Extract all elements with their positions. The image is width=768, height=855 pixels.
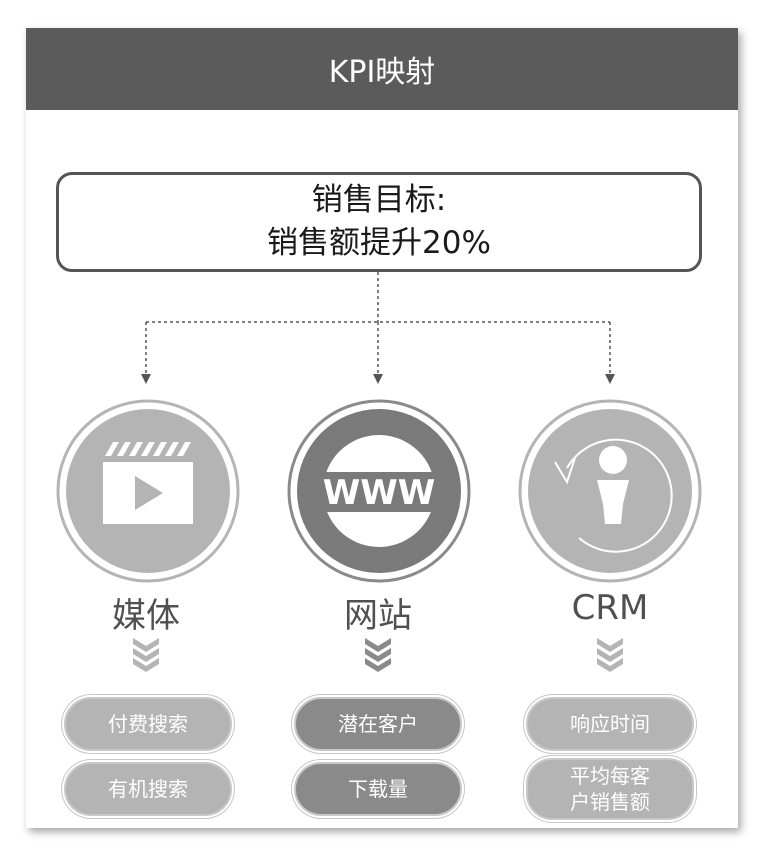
column-label-crm: CRM xyxy=(571,588,649,628)
kpi-organic-search: 有机搜索 xyxy=(64,762,232,816)
kpi-paid-search: 付费搜索 xyxy=(64,697,232,751)
svg-text:WWW: WWW xyxy=(323,473,436,513)
www-icon: WWW xyxy=(287,399,471,583)
page-title: KPI映射 xyxy=(26,28,738,110)
media-play-icon xyxy=(56,399,240,583)
goal-target: 销售额提升20% xyxy=(267,225,491,261)
customer-icon xyxy=(518,399,702,583)
goal-title: 销售目标: xyxy=(311,182,447,218)
arrow-crm xyxy=(605,374,615,384)
kpi-avg-sales-per-customer: 平均每客 户销售额 xyxy=(526,758,694,820)
arrow-media xyxy=(141,374,151,384)
chevron-down-icon xyxy=(597,638,623,672)
chevron-down-icon xyxy=(365,638,391,672)
chevron-down-icon xyxy=(133,638,159,672)
kpi-line-1: 平均每客 xyxy=(570,764,650,788)
kpi-downloads: 下载量 xyxy=(294,762,462,816)
arrow-website xyxy=(373,374,383,384)
kpi-potential-customers: 潜在客户 xyxy=(294,697,462,751)
kpi-line-2: 户销售额 xyxy=(570,790,650,814)
sales-goal-box: 销售目标: 销售额提升20% xyxy=(56,172,702,272)
column-label-website: 网站 xyxy=(344,596,412,636)
column-label-media: 媒体 xyxy=(112,596,180,636)
kpi-response-time: 响应时间 xyxy=(526,697,694,751)
